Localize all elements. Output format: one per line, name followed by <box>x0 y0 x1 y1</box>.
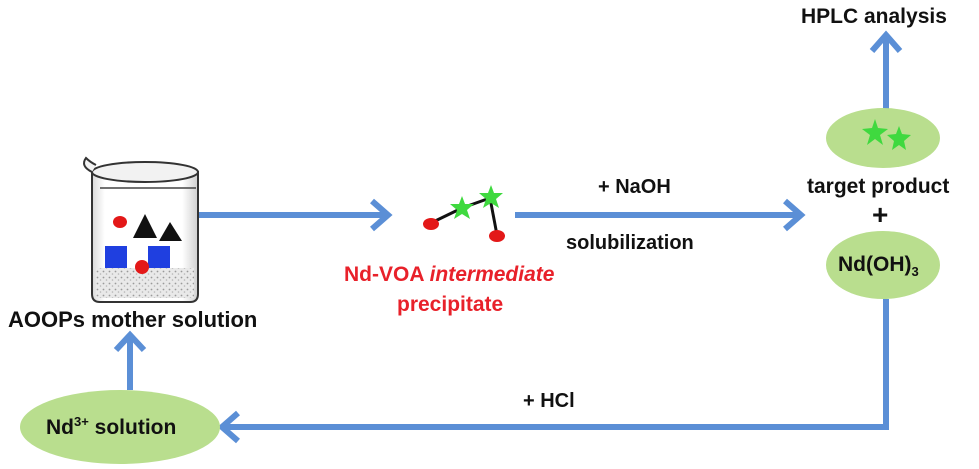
nd-solution-label: Nd3+ solution <box>46 415 176 438</box>
ndoh-label: Nd(OH)3 <box>838 254 919 278</box>
star-icon <box>862 119 911 150</box>
arrow-recycle-to-nd-solution <box>217 299 889 444</box>
intermediate-italic: intermediate <box>429 263 555 286</box>
nd-suffix: solution <box>88 416 177 439</box>
arrow-intermediate-to-product <box>515 198 806 232</box>
nd-solution-ellipse <box>20 390 220 464</box>
solubilization-label: solubilization <box>566 232 694 254</box>
arrow-product-to-hplc <box>869 30 903 110</box>
plus-sign: + <box>872 199 889 230</box>
intermediate-label: Nd-VOA intermediate <box>344 264 554 285</box>
ndoh-subscript: 3 <box>911 264 919 280</box>
naoh-label: + NaOH <box>598 176 671 198</box>
arrow-nd-solution-to-beaker <box>113 330 147 390</box>
molecule-icon <box>423 185 505 242</box>
ndoh-ellipse <box>826 231 940 299</box>
precipitate-label: precipitate <box>397 293 504 316</box>
arrow-beaker-to-intermediate <box>197 198 393 232</box>
mother-solution-label: AOOPs mother solution <box>8 307 258 332</box>
hcl-label: + HCl <box>523 390 575 412</box>
intermediate-prefix: Nd-VOA <box>344 263 430 286</box>
nd-superscript: 3+ <box>74 414 89 429</box>
nd-prefix: Nd <box>46 416 74 439</box>
hplc-analysis-label: HPLC analysis <box>801 5 947 28</box>
beaker-icon <box>83 156 199 303</box>
target-product-label: target product <box>807 175 950 198</box>
product-ellipse <box>826 108 940 168</box>
ndoh-main: Nd(OH) <box>838 253 912 276</box>
